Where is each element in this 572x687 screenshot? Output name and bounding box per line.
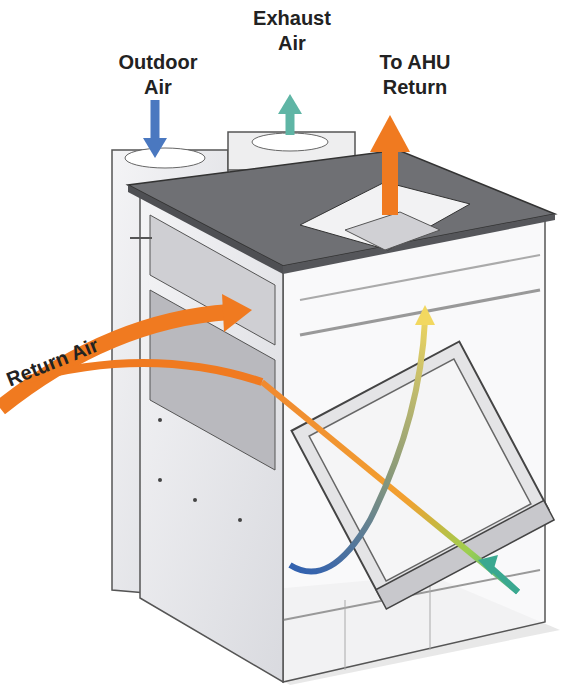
flow-label: Return Air — [3, 333, 102, 393]
flow-label: Exhaust Air — [237, 6, 347, 56]
flow-label: To AHU Return — [355, 50, 475, 100]
flow-label: Outdoor Air — [103, 50, 213, 100]
